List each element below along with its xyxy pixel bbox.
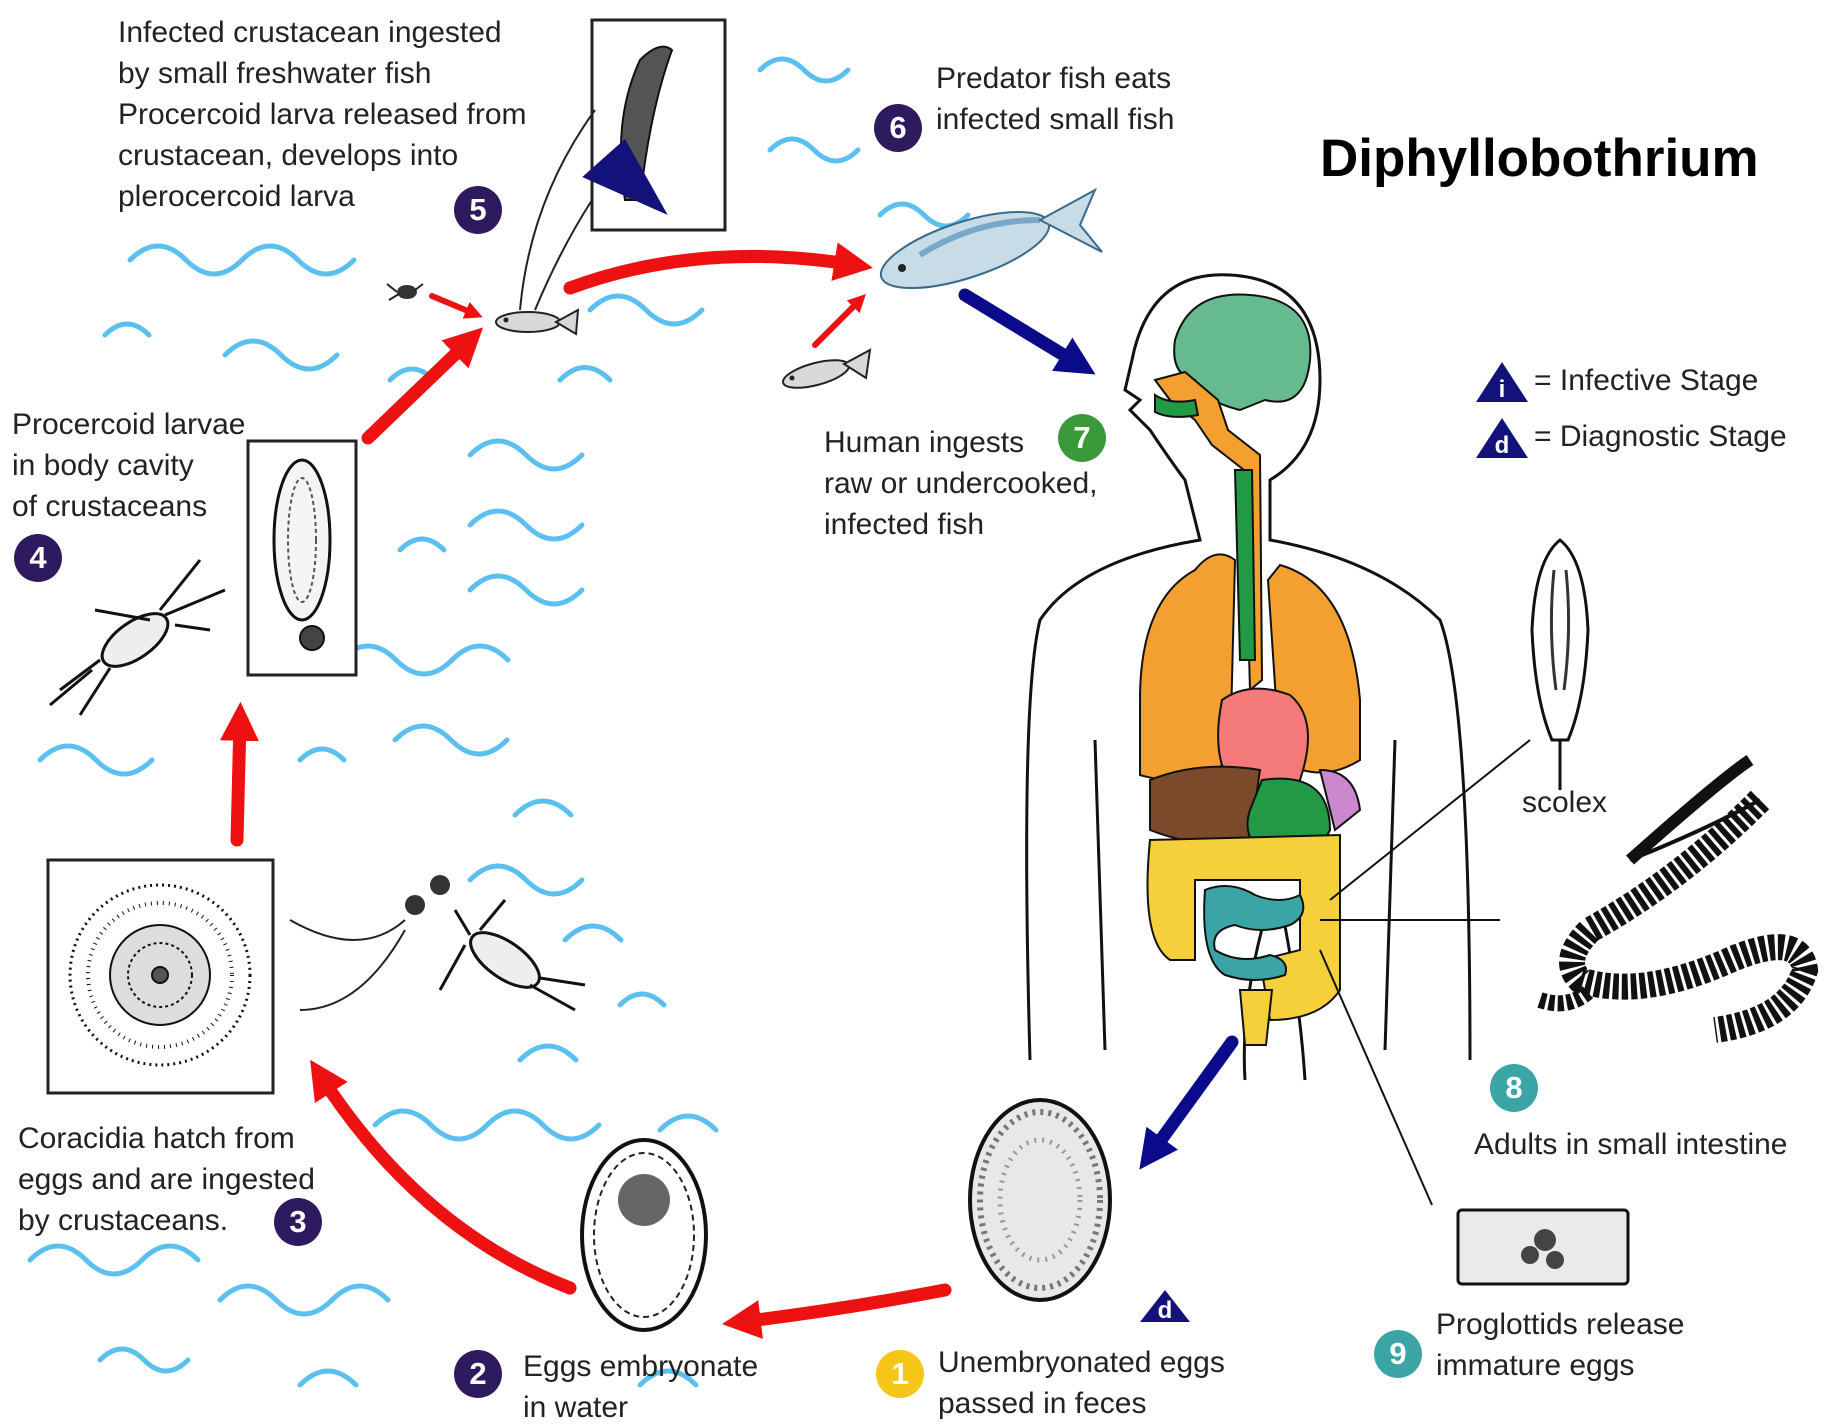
- legend-infective-text: = Infective Stage: [1534, 364, 1758, 397]
- organs: [1140, 295, 1360, 1045]
- step-5-label: Infected crustacean ingested by small fr…: [118, 12, 527, 217]
- step-6-label: Predator fish eats infected small fish: [936, 58, 1174, 140]
- svg-text:d: d: [1495, 432, 1510, 459]
- procercoid-larva-box: [248, 441, 356, 675]
- infective-marker-text: i: [666, 186, 674, 219]
- diagram-title: Diphyllobothrium: [1320, 128, 1759, 189]
- liver: [1150, 767, 1260, 844]
- diagnostic-triangle-icon: d: [1474, 416, 1530, 460]
- crustacean-3: [440, 900, 585, 1010]
- step-9-label: Proglottids release immature eggs: [1436, 1304, 1684, 1386]
- coracidia-pair: [405, 875, 450, 915]
- small-fish: [496, 310, 578, 334]
- step-4-badge: 4: [14, 534, 62, 582]
- diagnostic-marker: d: [1140, 1290, 1190, 1324]
- step-6-badge: 6: [874, 104, 922, 152]
- svg-text:d: d: [1158, 1297, 1173, 1324]
- trachea: [1235, 470, 1255, 660]
- cycle-arrows: [237, 256, 945, 1322]
- tiny-crustacean-5: [387, 284, 423, 300]
- step-4-label: Procercoid larvae in body cavity of crus…: [12, 404, 245, 527]
- arrow-4-to-5: [368, 340, 470, 438]
- scolex: [1532, 540, 1588, 790]
- step-8-label: Adults in small intestine: [1474, 1124, 1787, 1165]
- step-2-badge: 2: [454, 1350, 502, 1398]
- step-1-badge: 1: [876, 1350, 924, 1398]
- step-5-badge: 5: [454, 186, 502, 234]
- arrow-2-to-3: [320, 1075, 570, 1288]
- step-7-badge: 7: [1058, 414, 1106, 462]
- arrow-8-to-1: [1150, 1042, 1232, 1155]
- step-1-label: Unembryonated eggs passed in feces: [938, 1342, 1225, 1424]
- crustacean-4: [50, 560, 225, 715]
- rectum: [1240, 990, 1272, 1045]
- step-8-badge: 8: [1490, 1064, 1538, 1112]
- step-2-label: Eggs embryonate in water: [523, 1346, 758, 1428]
- small-fish-2: [780, 350, 870, 393]
- step-3-badge: 3: [274, 1198, 322, 1246]
- scolex-label: scolex: [1522, 782, 1607, 823]
- proglottid: [1458, 1210, 1628, 1284]
- arrow-6-to-7: [965, 295, 1080, 365]
- unembryonated-egg: [970, 1100, 1110, 1300]
- embryonated-egg: [582, 1140, 706, 1330]
- arrow-1-to-2: [740, 1290, 945, 1322]
- plerocercoid-larva-box: i: [582, 20, 725, 230]
- pointer-lines-3: [290, 920, 405, 1010]
- step-3-label: Coracidia hatch from eggs and are ingest…: [18, 1118, 315, 1241]
- arrow-5-to-6: [570, 256, 855, 288]
- svg-text:i: i: [1499, 376, 1506, 403]
- legend-infective: i = Infective Stage: [1474, 360, 1758, 404]
- step-9-badge: 9: [1374, 1330, 1422, 1378]
- legend-diagnostic: d = Diagnostic Stage: [1474, 416, 1787, 460]
- arrow-3-to-4: [237, 720, 240, 840]
- infective-triangle-icon: i: [1474, 360, 1530, 404]
- coracidium-box: [48, 860, 273, 1093]
- step-7-label: Human ingests raw or undercooked, infect…: [824, 422, 1098, 545]
- legend-diagnostic-text: = Diagnostic Stage: [1534, 420, 1787, 453]
